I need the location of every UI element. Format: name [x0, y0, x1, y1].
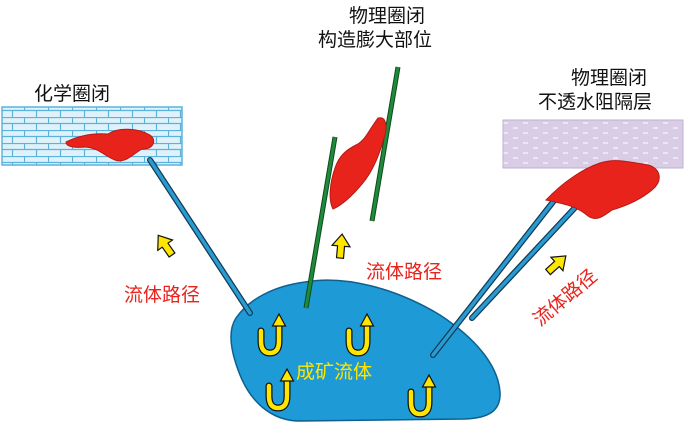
path-arrow-left-icon: [150, 229, 180, 261]
label-physical-trap-barrier-2: 不透水阻隔层: [538, 91, 652, 113]
label-fluid-path-left: 流体路径: [124, 284, 200, 306]
impermeable-barrier-layer: [502, 119, 684, 169]
path-arrow-middle-icon: [330, 232, 352, 260]
label-fluid-path-right: 流体路径: [529, 265, 601, 331]
label-fluid-path-middle: 流体路径: [366, 261, 442, 283]
ore-body-chemical: [65, 128, 155, 162]
label-chemical-trap: 化学圈闭: [34, 83, 110, 105]
label-ore-fluid: 成矿流体: [296, 361, 372, 383]
label-physical-trap-structural-2: 构造膨大部位: [318, 29, 432, 51]
path-arrow-right-icon: [541, 248, 573, 280]
ore-body-structural: [329, 117, 387, 210]
label-physical-trap-structural-1: 物理圈闭: [349, 5, 425, 27]
ore-body-barrier: [545, 160, 660, 219]
label-physical-trap-barrier-1: 物理圈闭: [571, 67, 647, 89]
